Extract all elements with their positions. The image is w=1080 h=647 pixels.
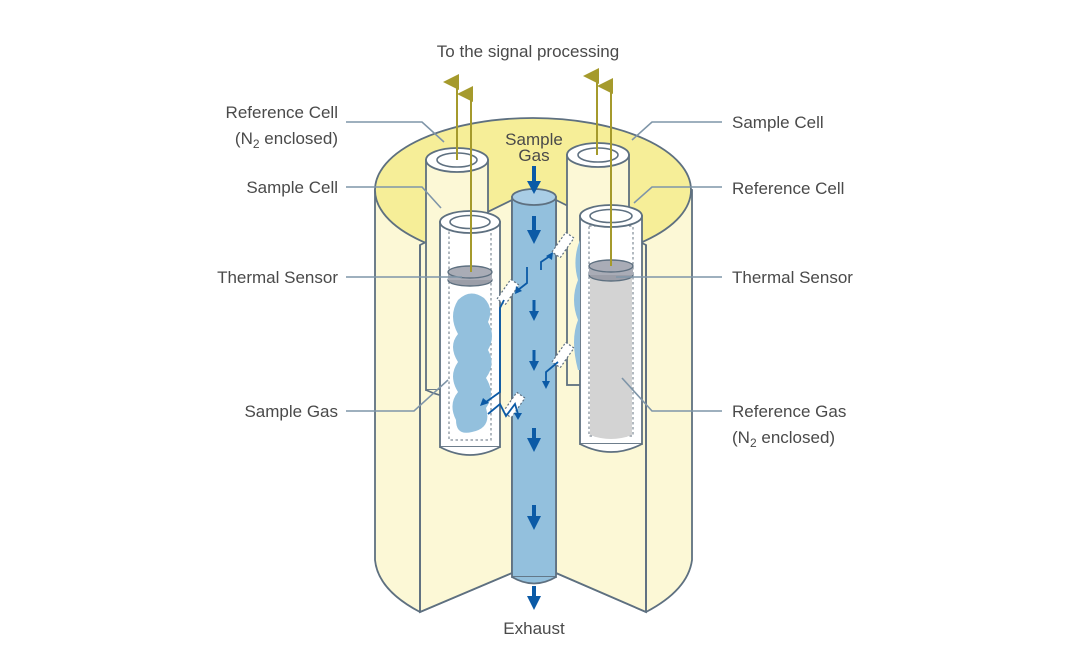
right-reference-cell-label: Reference Cell bbox=[732, 179, 844, 198]
inlet-label: Sample bbox=[505, 130, 563, 149]
right-thermal-sensor-label: Thermal Sensor bbox=[732, 268, 853, 287]
inlet-arrow-icon bbox=[527, 181, 541, 194]
sample-gas-label: Sample Gas bbox=[244, 402, 338, 421]
reference-gas-note: (N2 enclosed) bbox=[732, 428, 835, 450]
sample-gas-cloud bbox=[452, 293, 492, 433]
signal-wires bbox=[443, 68, 613, 272]
left-thermal-sensor-label: Thermal Sensor bbox=[217, 268, 338, 287]
left-reference-cell-note: (N2 enclosed) bbox=[235, 129, 338, 151]
left-reference-cell-label: Reference Cell bbox=[226, 103, 338, 122]
reference-gas-label: Reference Gas bbox=[732, 402, 846, 421]
leader-lines bbox=[346, 121, 722, 412]
exhaust-label: Exhaust bbox=[503, 619, 565, 638]
inlet-label-line2: Gas bbox=[518, 146, 549, 165]
reference-gas-fill bbox=[590, 270, 632, 435]
flow-arrows bbox=[480, 166, 559, 610]
left-sample-cell-label: Sample Cell bbox=[246, 178, 338, 197]
right-sample-cell-label: Sample Cell bbox=[732, 113, 824, 132]
signal-processing-label: To the signal processing bbox=[437, 42, 619, 61]
exhaust-arrow-icon bbox=[527, 596, 541, 610]
